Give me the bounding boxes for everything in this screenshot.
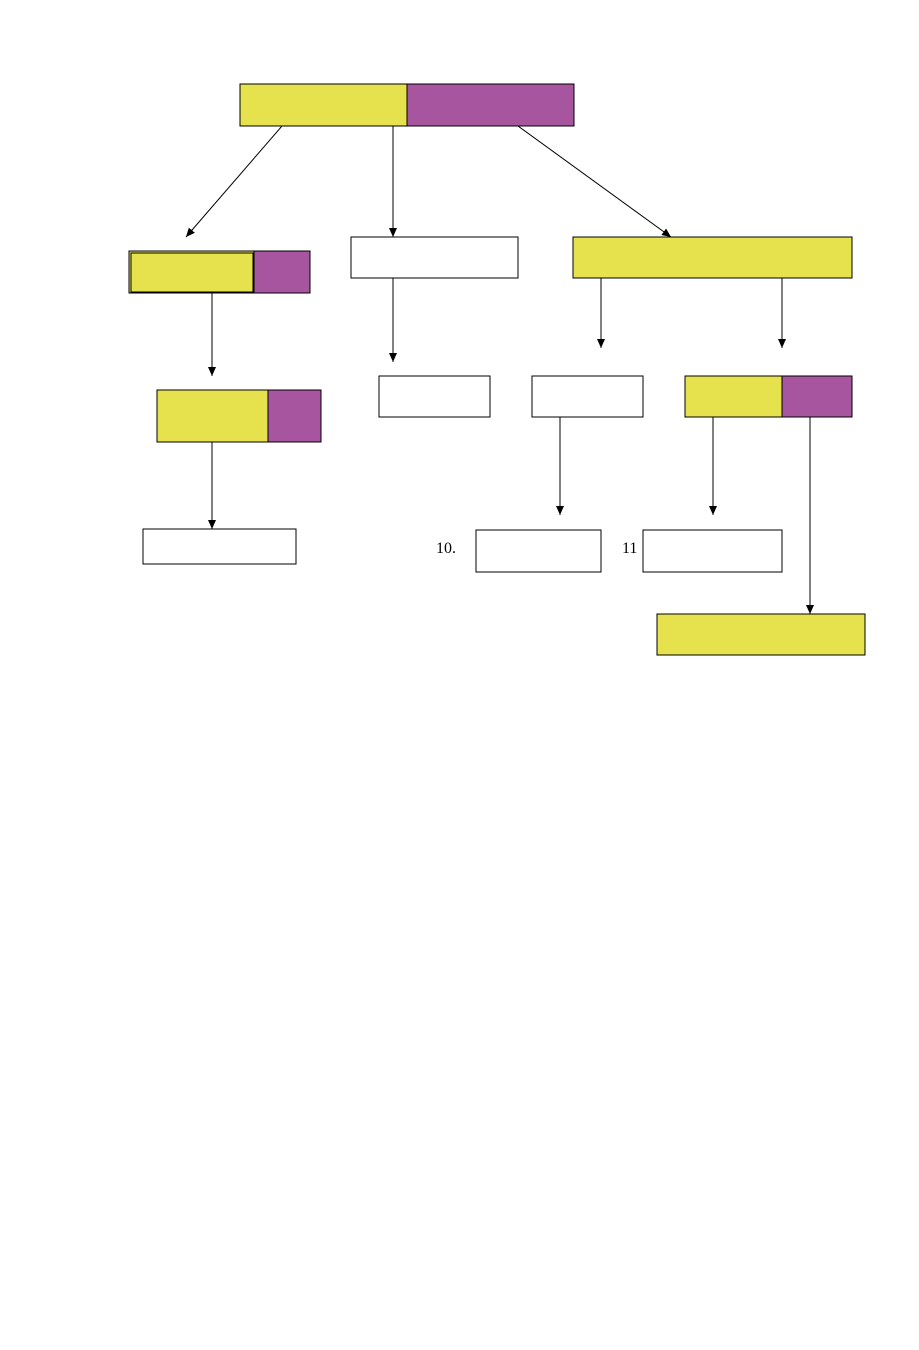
left-leaf-box [142,528,297,565]
leaf-box-11 [642,529,783,573]
leaf-box-10 [475,529,602,573]
connectors [185,125,814,614]
left-branch-box-yellow-inner [130,252,254,293]
right-sub-box-b-yellow [684,375,783,418]
bottom-leaf-box [656,613,866,656]
left-branch-box [128,250,311,294]
left-sub-box-purple [267,389,322,443]
right-branch-box [572,236,853,279]
root-box-yellow [239,83,408,127]
left-branch-box-yellow [128,250,255,294]
item-11-label: 11 [622,540,638,557]
middle-sub-box [378,375,491,418]
arrow-root-to-right [517,125,672,238]
right-sub-box-b-purple [781,375,853,418]
root-box-purple [406,83,575,127]
left-branch-box-purple [253,250,311,294]
arrow-root-to-left [185,125,283,238]
right-sub-box-b [684,375,853,418]
left-sub-box-yellow [156,389,269,443]
middle-branch-box [350,236,519,279]
right-sub-box-a [531,375,644,418]
item-10-label: 10. [436,540,456,557]
root-box [239,83,575,127]
left-sub-box [156,389,322,443]
